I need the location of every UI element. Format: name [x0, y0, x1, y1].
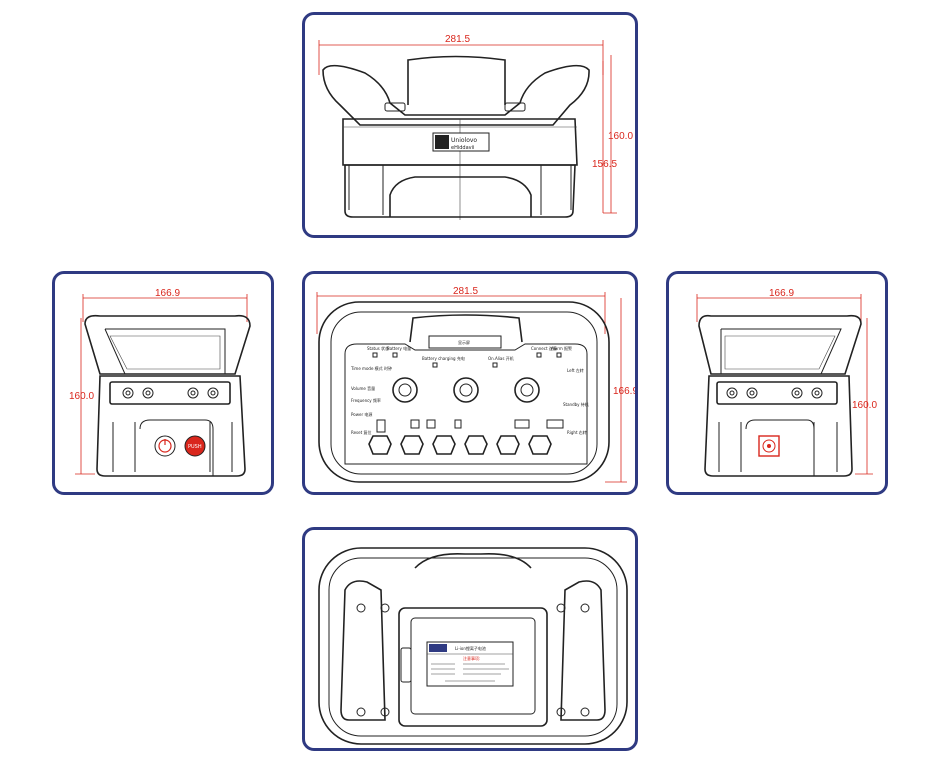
status-leds [372, 352, 562, 368]
right-hood-outline [698, 314, 862, 375]
right-view-panel: 166.9 160.0 [666, 271, 888, 495]
top-left-clip [384, 102, 406, 112]
back-view-panel: Li-ion锂离子电池 注意事项: [302, 527, 638, 751]
front-view-drawing: 281.5 166.9 显示屏 Status 状态 Battery 电量 Bat… [316, 286, 638, 483]
pushbutton-row[interactable] [368, 435, 552, 455]
emergency-stop-button[interactable] [184, 435, 206, 457]
battery-plate-title: Li-ion锂离子电池 [455, 645, 486, 651]
top-body-outline [342, 118, 578, 166]
battery-cover[interactable] [398, 607, 548, 727]
right-view-drawing: 166.9 160.0 [696, 288, 877, 477]
display-screen [428, 335, 502, 349]
toggle-switch-row[interactable] [376, 419, 564, 433]
left-view-drawing: 166.9 160.0 PUSH [69, 288, 251, 477]
top-lower-body [344, 164, 576, 218]
top-right-clip [504, 102, 526, 112]
logo-subtext: eHiddavii [451, 145, 474, 151]
label-charging: Battery charging 充电 [422, 355, 465, 361]
top-wings-outline [322, 64, 590, 126]
label-standby: Standby 待机 [563, 401, 589, 407]
front-view-panel: 281.5 166.9 显示屏 Status 状态 Battery 电量 Bat… [302, 271, 638, 495]
left-view-panel: 166.9 160.0 PUSH [52, 271, 274, 495]
label-volume: Volume 音量 [351, 385, 375, 391]
right-width-dim: 166.9 [769, 288, 794, 299]
rotary-knobs[interactable] [392, 377, 540, 403]
charging-port-icon [762, 439, 776, 453]
back-handle-top [414, 552, 532, 569]
logo-text: Uniolovo [451, 137, 477, 144]
front-width-dim: 281.5 [453, 286, 478, 297]
label-frequency: Frequency 频率 [351, 397, 381, 403]
right-body-outline [704, 375, 853, 477]
top-height-inner-dim: 156.5 [592, 159, 617, 170]
back-outer-shell [318, 547, 628, 745]
label-connect: Connect 连接 [531, 345, 557, 351]
left-width-dim: 166.9 [155, 288, 180, 299]
front-outer-shell [318, 301, 610, 483]
top-bottom-arch [389, 176, 532, 217]
label-power: Power 电源 [351, 411, 372, 417]
battery-plate-heading: 注意事项: [463, 655, 480, 661]
left-hood-outline [84, 314, 251, 375]
label-status: Status 状态 [367, 345, 389, 351]
top-view-drawing: 281.5 160.0 156.5 Uniolovo eHiddavii [318, 34, 633, 220]
left-grip [340, 580, 386, 721]
charging-port[interactable] [758, 435, 780, 457]
battery-label-logo [429, 644, 447, 652]
top-view-panel: 281.5 160.0 156.5 Uniolovo eHiddavii [302, 12, 638, 238]
top-screen-hood [407, 55, 506, 105]
stop-button-label: PUSH [188, 444, 202, 450]
left-height-dim: 160.0 [69, 391, 94, 402]
top-width-dim: 281.5 [445, 34, 470, 45]
front-height-dim: 166.9 [613, 386, 638, 397]
logo-icon [435, 135, 449, 149]
power-button[interactable] [154, 435, 176, 457]
label-battery: Battery 电量 [387, 345, 411, 351]
label-time-mode: Time mode 模式 时钟 [350, 365, 392, 371]
right-indicator-ports [726, 387, 823, 399]
label-on-alias: On.Alias 开机 [488, 355, 514, 361]
display-label: 显示屏 [458, 339, 470, 345]
control-panel-face [344, 343, 588, 465]
right-height-dim: 160.0 [852, 400, 877, 411]
label-alarm: Alarm 报警 [551, 345, 572, 351]
left-button-strip [109, 381, 231, 405]
display-hood [409, 314, 523, 343]
mount-screws [356, 603, 590, 717]
left-indicator-ports [122, 387, 219, 399]
right-grip [560, 580, 606, 721]
battery-plate-fineprint [431, 663, 509, 682]
label-reset: Reset 复位 [351, 429, 371, 435]
label-left: Left 左转 [567, 367, 584, 373]
label-right: Right 右转 [567, 429, 587, 435]
back-view-drawing: Li-ion锂离子电池 注意事项: [318, 547, 628, 745]
right-button-strip [716, 381, 838, 405]
top-height-outer-dim: 160.0 [608, 131, 633, 142]
left-body-outline [96, 375, 246, 477]
battery-latch[interactable] [400, 647, 412, 683]
